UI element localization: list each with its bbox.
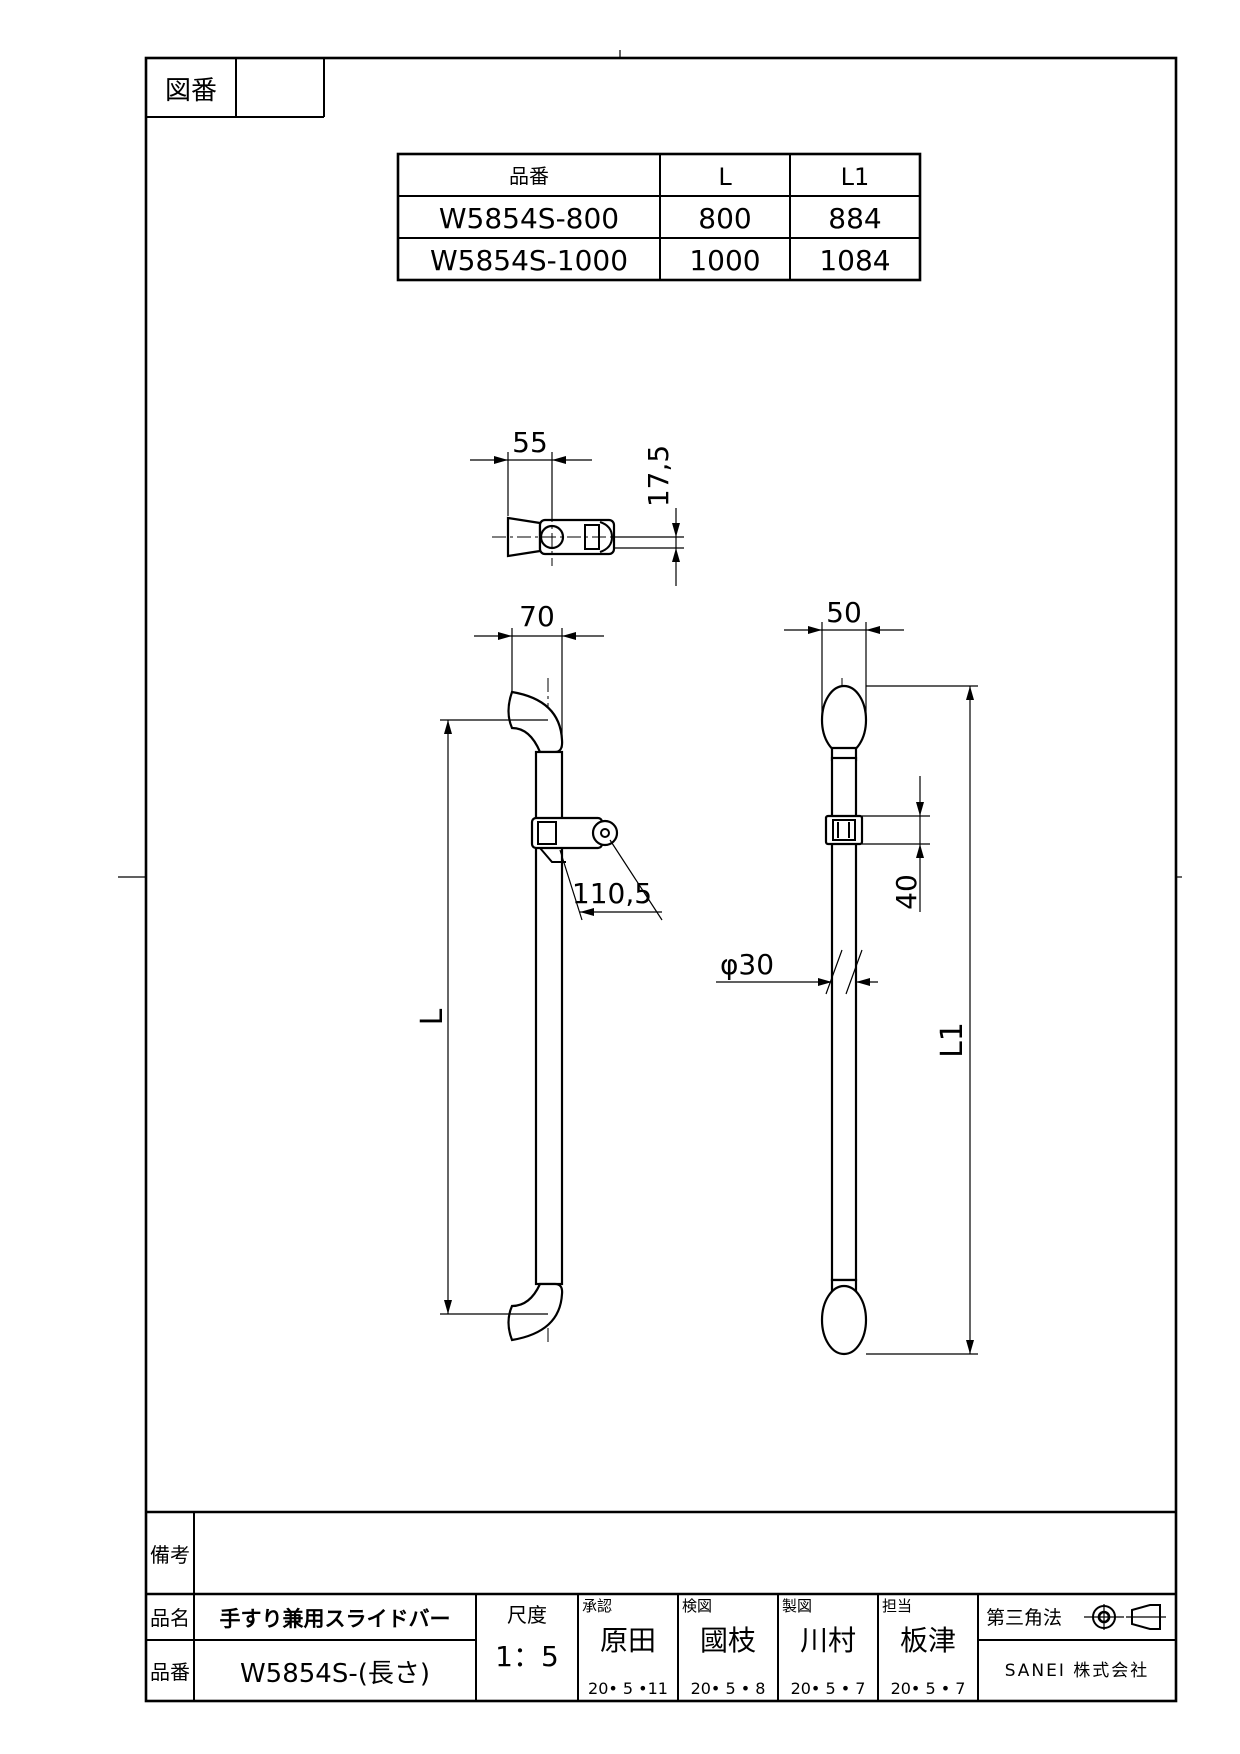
- drawing-number-label: 図番: [165, 76, 217, 106]
- approval-name-3: 川村: [800, 1624, 856, 1657]
- product-name-value: 手すり兼用スライドバー: [220, 1607, 451, 1631]
- spec-row-2-part-number: W5854S-1000: [430, 244, 628, 277]
- product-name-label: 品名: [150, 1606, 190, 1630]
- approval-date-4: 20• 5 • 7: [891, 1679, 966, 1698]
- spec-row-2-l1: 1084: [819, 244, 890, 277]
- product-number-label: 品番: [150, 1660, 190, 1684]
- dim-clamp-height: 17,5: [642, 445, 675, 507]
- spec-header-l: L: [718, 163, 732, 191]
- spec-table: 品番 L L1 W5854S-800 800 884 W5854S-1000 1…: [396, 152, 922, 282]
- approval-name-2: 國枝: [700, 1624, 756, 1657]
- spec-row-1-l: 800: [698, 202, 751, 235]
- drawing-frame: [144, 56, 1178, 1703]
- approval-role-1: 承認: [582, 1597, 612, 1615]
- spec-row-1-l1: 884: [828, 202, 881, 235]
- scale-label: 尺度: [507, 1603, 547, 1627]
- company-name: SANEI 株式会社: [1005, 1661, 1150, 1681]
- spec-row-1-part-number: W5854S-800: [439, 202, 619, 235]
- dim-length-l1: L1: [935, 1022, 970, 1058]
- spec-header-part-number: 品番: [509, 164, 549, 188]
- approval-role-2: 検図: [682, 1597, 712, 1615]
- dim-length-l: L: [415, 1008, 450, 1025]
- projection-label: 第三角法: [986, 1607, 1062, 1629]
- dim-diameter: φ30: [720, 948, 774, 981]
- third-angle-projection-icon: [1084, 1604, 1166, 1630]
- dim-holder-height: 40: [890, 874, 923, 910]
- approval-date-1: 20• 5 •11: [588, 1679, 668, 1698]
- title-block: 備考 品名 手すり兼用スライドバー 品番 W5854S-(長さ) 尺度 1：5 …: [146, 1510, 1176, 1701]
- approval-role-3: 製図: [782, 1597, 812, 1615]
- scale-value: 1：5: [495, 1640, 559, 1673]
- spec-row-2-l: 1000: [689, 244, 760, 277]
- dim-side-width: 50: [826, 596, 862, 629]
- dim-reach: 110,5: [572, 877, 652, 910]
- dim-clamp-width: 55: [512, 426, 548, 459]
- approval-role-4: 担当: [882, 1597, 912, 1615]
- drawing-number-box: 図番: [146, 58, 325, 118]
- approval-name-4: 板津: [900, 1624, 956, 1657]
- dim-end-width: 70: [519, 600, 555, 633]
- product-number-value: W5854S-(長さ): [240, 1659, 430, 1689]
- approval-date-2: 20• 5 • 8: [691, 1679, 766, 1698]
- bar-side-view: 50 40 φ30 L1: [716, 596, 978, 1356]
- approval-date-3: 20• 5 • 7: [791, 1679, 866, 1698]
- bar-front-view: 70 110,5 L: [415, 600, 663, 1344]
- remarks-label: 備考: [150, 1543, 190, 1567]
- approval-name-1: 原田: [600, 1624, 656, 1657]
- spec-header-l1: L1: [841, 163, 870, 191]
- clamp-top-view: 55 17,5: [470, 426, 684, 586]
